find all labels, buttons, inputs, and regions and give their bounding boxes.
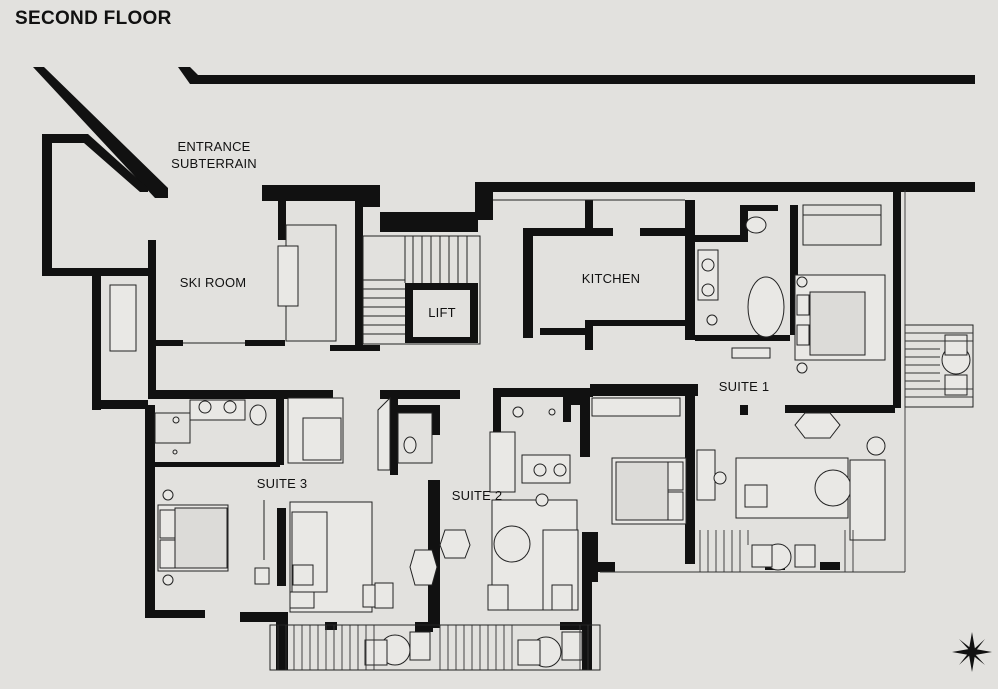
exterior-walls [33, 67, 975, 670]
entrance-line-1: ENTRANCE [177, 139, 251, 154]
room-label-ski-room: SKI ROOM [179, 275, 247, 290]
room-label-entrance: ENTRANCE SUBTERRAIN [171, 138, 257, 172]
interior-lines [109, 199, 971, 668]
compass-star-icon [952, 632, 992, 672]
terrace-decking [269, 190, 974, 671]
room-label-suite-3: SUITE 3 [256, 476, 308, 491]
room-label-suite-1: SUITE 1 [718, 379, 770, 394]
floor-title: SECOND FLOOR [15, 8, 172, 29]
room-label-suite-2: SUITE 2 [451, 488, 503, 503]
room-label-lift: LIFT [428, 305, 456, 320]
entrance-line-2: SUBTERRAIN [171, 156, 257, 171]
room-label-kitchen: KITCHEN [581, 271, 641, 286]
